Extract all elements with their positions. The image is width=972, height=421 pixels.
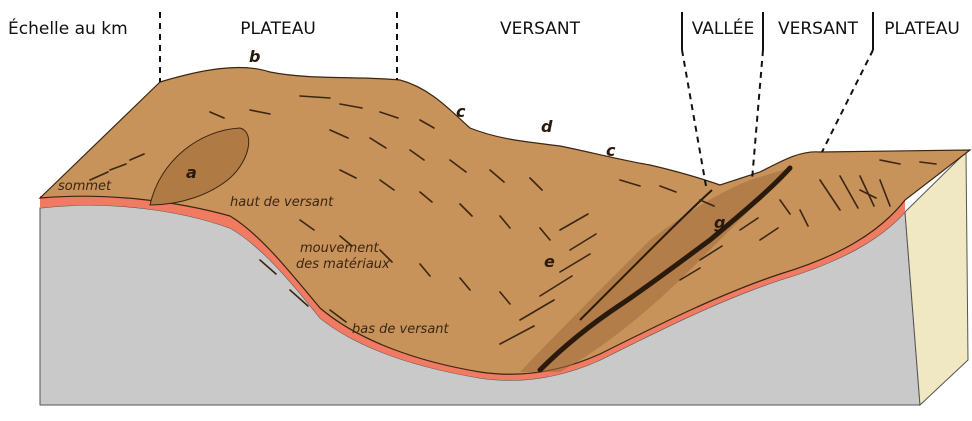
scale-label: Échelle au km xyxy=(8,17,128,39)
zone-plateau-left: PLATEAU xyxy=(240,19,316,39)
zone-vallee: VALLÉE xyxy=(692,17,755,39)
label-bas-de-versant: bas de versant xyxy=(352,322,450,337)
zone-versant-left: VERSANT xyxy=(500,19,581,39)
marker-g: g xyxy=(714,213,725,232)
label-des-materiaux: des matériaux xyxy=(296,257,390,272)
marker-d: d xyxy=(541,117,553,136)
label-haut-de-versant: haut de versant xyxy=(230,195,334,210)
marker-c-right: c xyxy=(606,141,616,160)
marker-e: e xyxy=(544,252,555,271)
marker-c-left: c xyxy=(456,102,466,121)
zone-versant-right: VERSANT xyxy=(778,19,859,39)
label-sommet: sommet xyxy=(58,179,112,194)
label-mouvement: mouvement xyxy=(300,241,379,256)
zone-plateau-right: PLATEAU xyxy=(884,19,960,39)
marker-b: b xyxy=(249,47,260,66)
marker-a: a xyxy=(186,163,197,182)
